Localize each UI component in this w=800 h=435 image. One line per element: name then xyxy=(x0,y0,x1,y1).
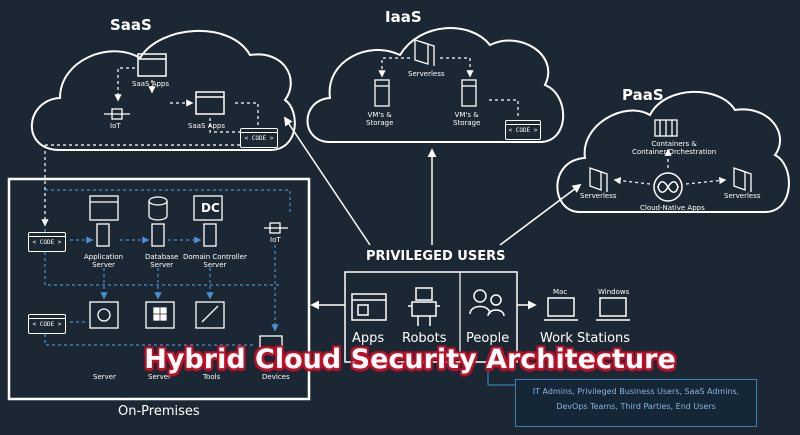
apps-label: Apps xyxy=(352,331,385,346)
mac-label: Mac xyxy=(553,288,568,296)
devices-label: Devices xyxy=(262,373,290,381)
onprem-server-icons xyxy=(89,195,288,353)
windows-label: Windows xyxy=(598,288,630,296)
saas-apps-label-2: SaaS Apps xyxy=(188,122,226,130)
paas-serverless-icons xyxy=(589,167,752,192)
iaas-server-icons xyxy=(374,79,477,107)
paas-cloud-native-label: Cloud-Native Apps xyxy=(640,204,705,212)
dc-server-label: Domain Controller Server xyxy=(183,253,247,269)
user-types-list: IT Admins, Privileged Business Users, Sa… xyxy=(515,379,757,427)
iaas-cloud xyxy=(306,27,565,143)
app-server-label: Application Server xyxy=(84,253,124,269)
iaas-title: IaaS xyxy=(385,8,422,26)
privileged-users-title: PRIVILEGED USERS xyxy=(366,249,506,264)
connector-to-paas xyxy=(499,183,582,246)
onprem-iot-label: IoT xyxy=(270,236,281,244)
paas-dashed-links xyxy=(613,148,727,185)
saas-title: SaaS xyxy=(110,16,152,34)
privileged-users-box xyxy=(344,271,518,363)
tools-label: Tools xyxy=(203,373,221,381)
dc-label: DC xyxy=(201,201,220,215)
on-premises-box xyxy=(7,177,311,401)
iaas-serverless-icon xyxy=(414,39,435,66)
iaas-dashed-links xyxy=(378,57,519,118)
people-label: People xyxy=(466,331,510,346)
paas-infinity-icon xyxy=(653,172,683,202)
saas-iot-label: IoT xyxy=(110,122,121,130)
headline-overlay: Hybrid Cloud Security Architecture xyxy=(144,344,676,375)
people-icon xyxy=(469,289,505,317)
iaas-serverless-label: Serverless xyxy=(408,70,445,78)
work-stations-label: Work Stations xyxy=(540,331,631,346)
iaas-code-box: < CODE > xyxy=(505,120,541,140)
db-server-label: Database Server xyxy=(145,253,179,269)
paas-title: PaaS xyxy=(622,86,664,104)
paas-serverless-left-label: Serverless xyxy=(580,192,617,200)
saas-apps-label-1: SaaS Apps xyxy=(132,80,170,88)
saas-iot-icon xyxy=(104,108,130,120)
apps-window-icon xyxy=(351,293,387,321)
windows-server-label: Server xyxy=(148,373,171,381)
on-premises-title: On-Premises xyxy=(118,404,200,419)
workstation-icons xyxy=(544,297,630,321)
saas-app-window-icon xyxy=(137,53,225,115)
robots-label: Robots xyxy=(402,331,447,346)
saas-code-box: < CODE > xyxy=(240,128,278,148)
paas-containers-label: Containers & Container Orchestration xyxy=(632,140,717,156)
saas-cloud xyxy=(30,29,296,151)
iaas-vms-label-1: VM's & Storage xyxy=(366,111,394,127)
robot-icon xyxy=(408,287,440,326)
paas-serverless-right-label: Serverless xyxy=(724,192,761,200)
connector-to-saas xyxy=(283,116,371,246)
onprem-code-box-bottom: < CODE > xyxy=(28,314,66,334)
onprem-code-box-top: < CODE > xyxy=(28,232,66,252)
paas-container-icon xyxy=(654,119,678,137)
iaas-vms-label-2: VM's & Storage xyxy=(453,111,481,127)
paas-cloud xyxy=(556,90,790,213)
saas-dashed-links xyxy=(114,67,259,133)
linux-server-label: Server xyxy=(93,373,116,381)
